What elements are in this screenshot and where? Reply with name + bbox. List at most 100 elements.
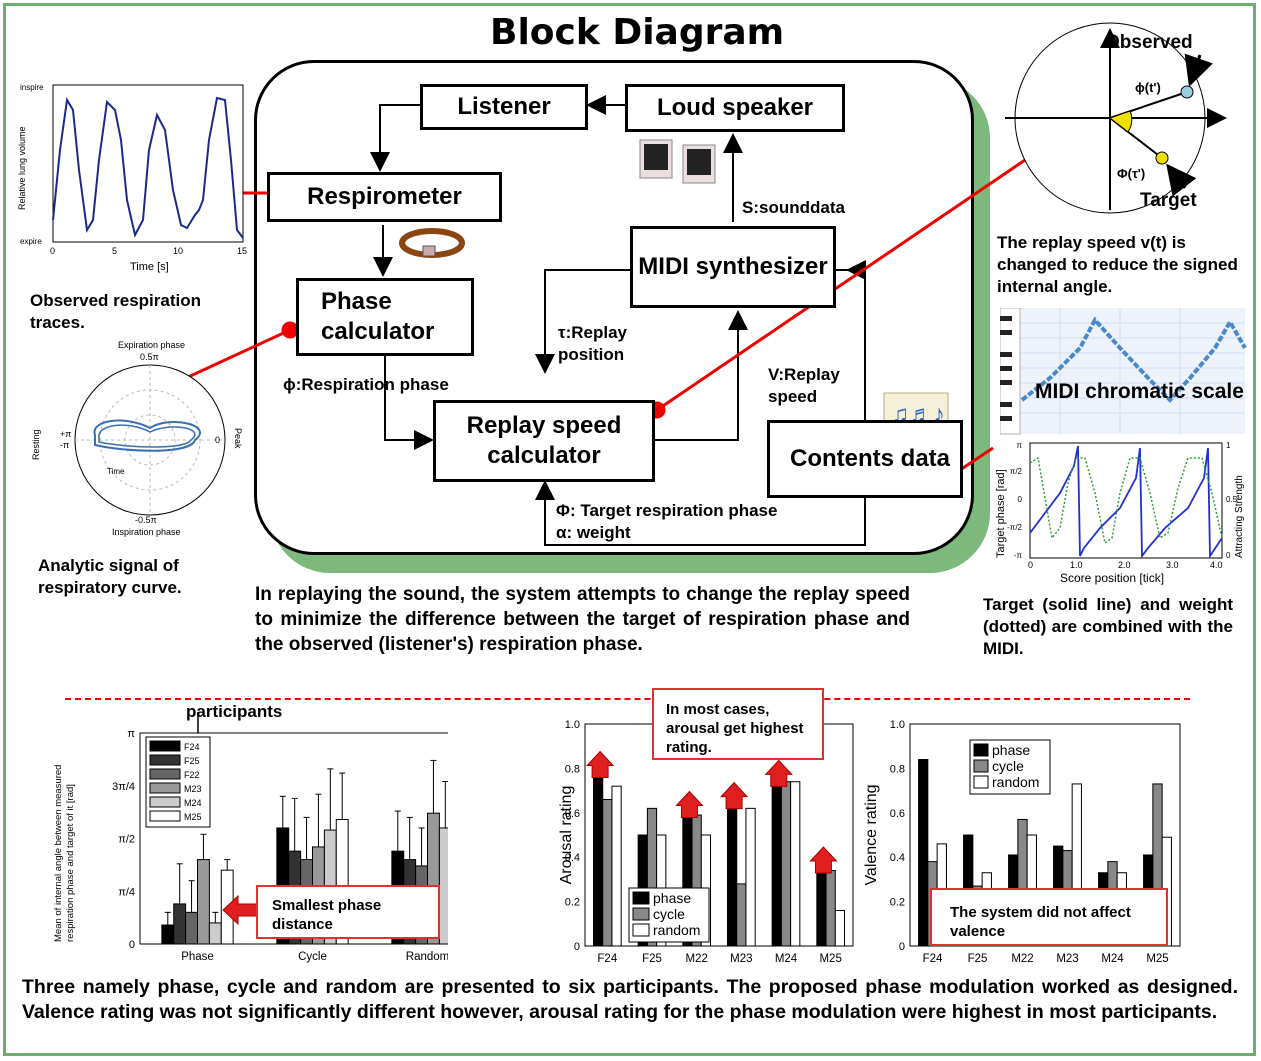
bar-cycle-M25 xyxy=(825,870,836,947)
category-label: M25 xyxy=(819,953,841,965)
bar-cycle-M23 xyxy=(736,883,747,947)
tp-xtick-1: 1.0 xyxy=(1070,560,1083,570)
observed-label: Observed xyxy=(1105,32,1193,53)
legend-label: F24 xyxy=(184,742,200,752)
category-label: F25 xyxy=(968,953,988,965)
bar-F22-Phase xyxy=(185,911,199,945)
legend-label: F25 xyxy=(184,756,200,766)
bar-random-M23 xyxy=(1071,783,1082,947)
category-label: F25 xyxy=(642,953,662,965)
up-arrow-icon xyxy=(764,759,793,787)
polar-top-value: 0.5π xyxy=(140,352,159,362)
polar-bottom-label: Inspiration phase xyxy=(112,527,181,537)
bar-F25-Phase xyxy=(173,903,187,945)
bar-M25-Cycle xyxy=(335,819,349,945)
bottom-description: Three namely phase, cycle and random are… xyxy=(22,976,1238,1023)
legend-swatch xyxy=(149,782,181,794)
polar-plot: Expiration phase 0.5π -0.5π Inspiration … xyxy=(31,340,243,537)
replay-speed-label: V:Replay speed xyxy=(768,365,840,406)
y-axis-label: respiration phase and target of it [rad] xyxy=(65,784,76,942)
bar-random-M23 xyxy=(745,807,756,947)
legend-swatch xyxy=(973,743,989,757)
y-axis-label: Mean of internal angle between measured xyxy=(53,765,64,942)
smallest-note: Smallest phase distance xyxy=(256,885,440,939)
polar-caption: Analytic signal of respiratory curve. xyxy=(38,556,182,597)
inspire-label: inspire xyxy=(20,83,44,92)
belt-icon xyxy=(399,228,465,258)
midi-label: MIDI chromatic scale xyxy=(1035,380,1244,403)
category-label: F24 xyxy=(597,953,617,965)
y-axis-label: Arousal rating xyxy=(558,786,575,885)
bar-phase-F24 xyxy=(592,759,604,947)
phase-circle-diagram: Observed Target ϕ(t') Φ(τ') xyxy=(1005,22,1227,214)
tp-y2tick-1: 0.5 xyxy=(1226,495,1238,504)
polar-resting-label: Resting xyxy=(31,429,41,460)
tp-ytick-2: 0 xyxy=(1018,495,1023,504)
bar-M23-Phase xyxy=(197,859,210,945)
bar-phase-M24 xyxy=(771,767,782,947)
expire-label: expire xyxy=(20,237,42,246)
midi-piano-roll xyxy=(1000,308,1247,435)
center-description: In replaying the sound, the system attem… xyxy=(255,584,910,655)
tp-xtick-3: 3.0 xyxy=(1166,560,1179,570)
loud-speaker-block: Loud speaker xyxy=(625,84,845,132)
tp-ylabel2: Attracting Strength xyxy=(1234,475,1245,558)
tp-y2tick-0: 1 xyxy=(1226,441,1231,450)
legend-label: phase xyxy=(992,742,1030,758)
ytick-label: 0 xyxy=(899,941,905,953)
polar-right-zero: 0 xyxy=(215,435,220,445)
category-label: Phase xyxy=(181,951,214,963)
bar-M24-Phase xyxy=(208,922,222,945)
ytick-label: π/2 xyxy=(118,834,135,846)
tp-xtick-2: 2.0 xyxy=(1118,560,1131,570)
polar-time-label: Time xyxy=(107,467,125,476)
polar-left-plus: +π xyxy=(60,429,71,439)
legend-swatch xyxy=(973,775,989,789)
category-label: F24 xyxy=(923,953,943,965)
tp-y2tick-2: 0 xyxy=(1226,551,1231,560)
weight-label: α: weight xyxy=(556,523,631,542)
legend-label: cycle xyxy=(992,758,1024,774)
phi-big-label: Φ(τ') xyxy=(1117,166,1145,181)
ytick-label: 0.4 xyxy=(890,852,905,864)
legend-label: random xyxy=(653,922,700,938)
category-label: M22 xyxy=(685,953,707,965)
trace-caption: Observed respiration traces. xyxy=(30,291,202,332)
target-phase-plot: π π/2 0 -π/2 -π 1 0.5 0 0 1.0 2.0 3.0 4.… xyxy=(995,441,1245,585)
legend-label: F22 xyxy=(184,770,200,780)
category-label: Cycle xyxy=(298,951,327,963)
polar-bottom-value: -0.5π xyxy=(135,515,157,525)
trace-tick-2: 10 xyxy=(173,246,183,256)
category-label: M25 xyxy=(1146,953,1168,965)
legend-swatch xyxy=(149,796,181,808)
ytick-label: π xyxy=(127,728,135,740)
sounddata-label: S:sounddata xyxy=(742,198,845,217)
bar-random-M25 xyxy=(834,909,846,947)
legend-label: cycle xyxy=(653,906,685,922)
participants-label: participants xyxy=(186,702,283,721)
y-axis-label: Valence rating xyxy=(863,784,880,885)
ytick-label: 1.0 xyxy=(890,719,905,731)
section-divider xyxy=(65,698,1190,700)
midi-synthesizer-block: MIDI synthesizer xyxy=(630,226,836,308)
arousal-note: In most cases, arousal get highest ratin… xyxy=(652,688,824,760)
up-arrow-icon xyxy=(675,790,704,818)
bar-phase-M23 xyxy=(726,790,738,947)
respiration-trace-plot: inspire expire Relative lung volume 0 5 … xyxy=(17,83,247,273)
ytick-label: 0.8 xyxy=(565,763,580,775)
up-arrow-icon xyxy=(585,750,615,779)
ytick-label: 0 xyxy=(129,939,135,951)
tp-ylabel: Target phase [rad] xyxy=(995,469,1007,558)
bar-cycle-M24 xyxy=(780,781,792,947)
legend-swatch xyxy=(149,768,181,780)
target-label: Target xyxy=(1140,190,1197,211)
ytick-label: 0.8 xyxy=(890,763,905,775)
ytick-label: 3π/4 xyxy=(112,781,135,793)
category-label: M24 xyxy=(775,953,798,965)
legend-swatch xyxy=(149,810,181,822)
category-label: M23 xyxy=(1056,953,1078,965)
trace-xlabel: Time [s] xyxy=(130,261,169,273)
bar-cycle-F24 xyxy=(602,798,613,947)
page-title: Block Diagram xyxy=(490,12,785,53)
